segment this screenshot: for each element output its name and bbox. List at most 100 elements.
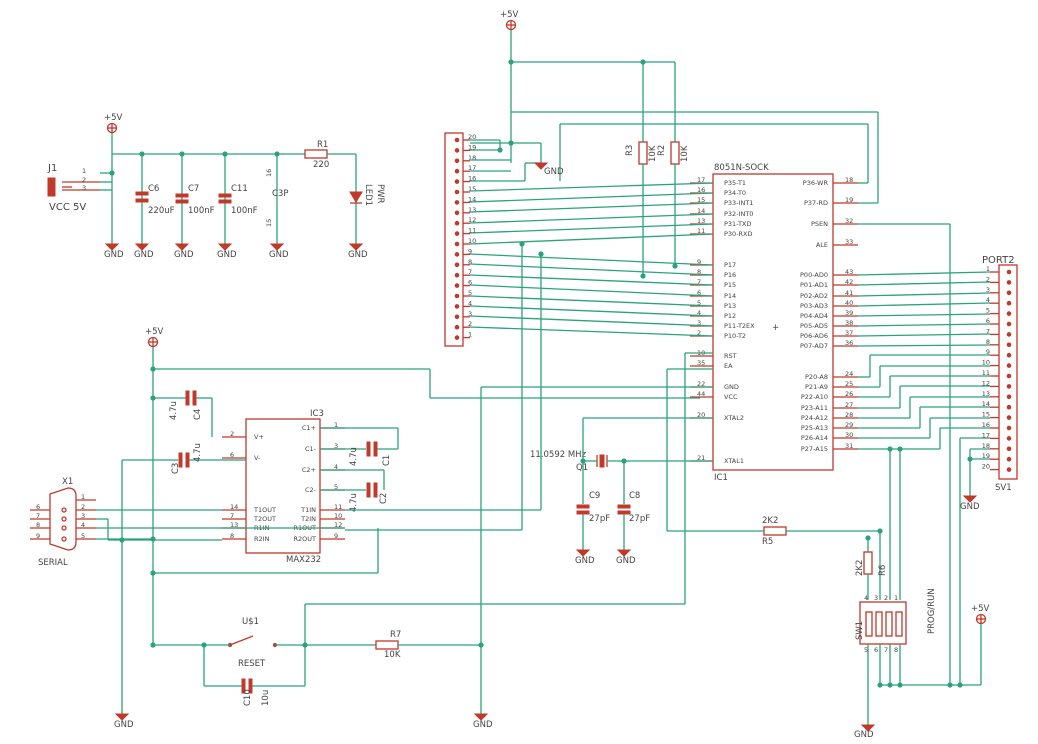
- svg-text:C3: C3: [171, 463, 181, 474]
- header-pin: [454, 262, 460, 268]
- x1-pin: [61, 516, 67, 522]
- power-section: +5V J1 VCC 5V 1 2 3 C6 220uF C7 100nF C1…: [47, 113, 385, 244]
- ic1-pin-label: P05-AD5: [800, 322, 828, 330]
- ic1-pin-number: 22: [697, 380, 705, 388]
- port2-pin: [1006, 342, 1012, 348]
- svg-text:10K: 10K: [384, 650, 401, 660]
- ic3-pin-label: T1IN: [300, 506, 316, 514]
- port2-pin-number: 3: [986, 286, 990, 294]
- ic3-pin-label: R2IN: [254, 535, 270, 543]
- header-pin-number: 2: [468, 320, 472, 328]
- header-pin-number: 7: [468, 268, 472, 276]
- junction-dot: [109, 170, 115, 176]
- gnd-symbol: [575, 549, 591, 557]
- svg-text:4.7u: 4.7u: [349, 493, 359, 512]
- ic1-pin-label: GND: [724, 383, 739, 391]
- svg-text:2: 2: [82, 176, 86, 184]
- ic1-pin-label: P26-A14: [801, 434, 828, 442]
- port2-pin-number: 15: [982, 411, 990, 419]
- svg-text:RESET: RESET: [238, 659, 266, 669]
- ic1-pin-label: P06-AD6: [800, 332, 828, 340]
- c6-value: 220uF: [148, 206, 175, 216]
- svg-text:SW1: SW1: [855, 621, 865, 640]
- ic1-pin-label: P21-A9: [805, 383, 828, 391]
- svg-text:PROG/RUN: PROG/RUN: [927, 588, 937, 634]
- gnd-symbol: [533, 162, 549, 170]
- ic1-pin-number: 25: [845, 380, 853, 388]
- port2-pin: [1006, 321, 1012, 327]
- junction-dot: [478, 642, 484, 648]
- port2-pin-number: 5: [986, 307, 990, 315]
- svg-text:R6: R6: [878, 565, 888, 576]
- svg-text:MAX232: MAX232: [286, 555, 321, 565]
- ic1-pin-number: 24: [845, 370, 853, 378]
- ic3-pin-number: 3: [334, 442, 338, 450]
- c6-name: C6: [148, 184, 159, 194]
- header-pin: [454, 210, 460, 216]
- sw1-pin-number: 5: [864, 646, 868, 654]
- port2-pin-number: 11: [982, 369, 990, 377]
- junction-dot: [640, 59, 646, 65]
- ic3-pin-label: T1OUT: [253, 506, 276, 514]
- junction-dot: [887, 682, 893, 688]
- svg-text:C8: C8: [629, 491, 640, 501]
- header-pin: [454, 231, 460, 236]
- c11-value: 100nF: [231, 206, 258, 216]
- gnd-label: GND: [217, 250, 237, 260]
- ic1-pin-label: P16: [724, 271, 736, 279]
- ic1-pin-number: 16: [697, 186, 705, 194]
- port2-pin-number: 19: [982, 452, 990, 460]
- x1-pin-number: 3: [81, 512, 85, 520]
- ic1-pin-label: P20-A8: [805, 373, 828, 381]
- ic1-pin-number: 42: [845, 278, 853, 286]
- header-pin: [454, 158, 460, 164]
- sw1-pin-number: 8: [894, 646, 898, 654]
- x1-pin-number: 7: [36, 512, 40, 520]
- port2-pin: [1006, 363, 1012, 368]
- gnd-label: GND: [575, 556, 595, 566]
- port2-pin-number: 12: [982, 379, 990, 387]
- ic1-pin-label: VCC: [724, 393, 738, 401]
- ic1-pin-label: P13: [724, 302, 736, 310]
- ic1-pin-number: 37: [845, 329, 853, 337]
- ic3-pin-label: T2OUT: [253, 515, 276, 523]
- svg-text:10K: 10K: [648, 145, 658, 162]
- gnd-symbol: [348, 243, 364, 251]
- ic1-pin-label: P35-T1: [724, 179, 746, 187]
- gnd-symbol: [962, 495, 978, 503]
- junction-dot: [877, 682, 883, 688]
- port2-pin: [1006, 425, 1012, 431]
- header-pin-number: 20: [468, 133, 476, 141]
- led1-value: PWR: [375, 184, 385, 204]
- ic3-pin-number: 13: [230, 521, 238, 529]
- ic1-pin-number: 30: [845, 431, 853, 439]
- header-pin-number: 5: [468, 289, 472, 297]
- ic1-pin-number: 18: [845, 176, 853, 184]
- port2-pin-number: 9: [986, 348, 990, 356]
- ic1-pin-label: P33-INT1: [724, 199, 753, 207]
- svg-text:PORT2: PORT2: [982, 255, 1015, 266]
- gnd-label: GND: [616, 556, 636, 566]
- ic1-pin-number: 27: [845, 401, 853, 409]
- junction-dot: [150, 570, 156, 576]
- header-pin-number: 1: [468, 331, 472, 339]
- x1-pin-number: 8: [36, 521, 40, 529]
- port2-pin-number: 10: [982, 359, 990, 367]
- header-pin: [454, 179, 460, 184]
- junction-dot: [508, 140, 514, 146]
- port2-pin: [1006, 467, 1012, 472]
- port2-pin-number: 1: [986, 265, 990, 273]
- ic1-pin-number: 36: [845, 339, 853, 347]
- junction-dot: [274, 151, 280, 157]
- gnd-label: GND: [104, 250, 124, 260]
- gnd-symbol: [217, 243, 233, 251]
- ic3-pin-label: R2OUT: [294, 535, 317, 543]
- gnd-label: GND: [269, 250, 289, 260]
- header-pin: [454, 324, 460, 330]
- junction-dot: [967, 456, 973, 462]
- c11-name: C11: [231, 184, 248, 194]
- svg-text:+5V: +5V: [145, 327, 164, 337]
- port2-pin-number: 7: [986, 327, 990, 335]
